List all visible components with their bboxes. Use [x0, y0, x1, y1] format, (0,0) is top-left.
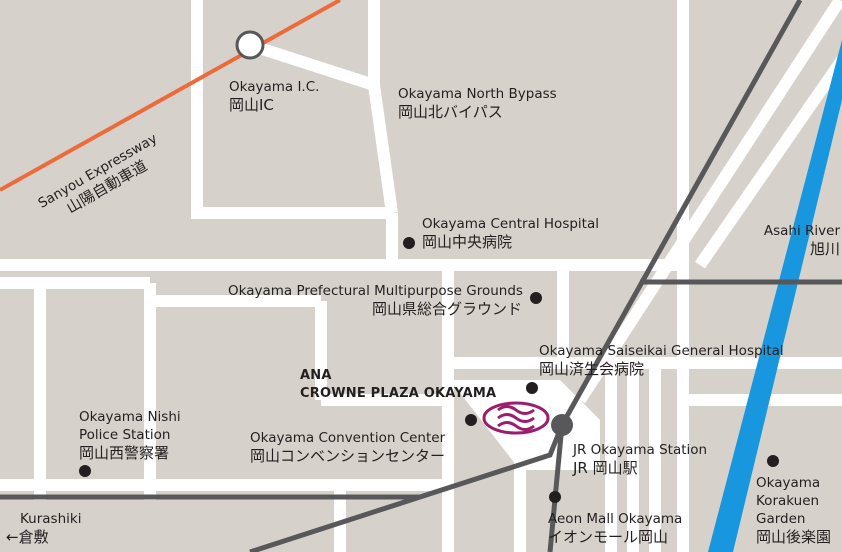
- central-hospital-label-en: Okayama Central Hospital: [422, 216, 599, 232]
- central-hospital-marker[interactable]: [403, 237, 415, 249]
- aeon-label: Aeon Mall Okayama イオンモール岡山: [548, 510, 682, 546]
- bypass-label: Okayama North Bypass 岡山北バイパス: [398, 85, 557, 121]
- road: [248, 39, 376, 91]
- hotel-label-line1: ANA: [300, 368, 332, 383]
- korakuen-label-en3: Garden: [756, 511, 806, 527]
- hotel-label-line2: CROWNE PLAZA OKAYAMA: [300, 386, 497, 401]
- aeon-label-en: Aeon Mall Okayama: [548, 511, 683, 527]
- saiseikai-label-en: Okayama Saiseikai General Hospital: [539, 343, 784, 359]
- station-label-ja: JR 岡山駅: [573, 459, 638, 477]
- bypass-label-en: Okayama North Bypass: [398, 86, 557, 102]
- grounds-label-en: Okayama Prefectural Multipurpose Grounds: [228, 283, 523, 299]
- grounds-label-ja: 岡山県総合グラウンド: [371, 300, 522, 318]
- convention-label: Okayama Convention Center 岡山コンベンションセンター: [250, 429, 445, 465]
- crowne-plaza-logo-icon[interactable]: [482, 401, 550, 435]
- korakuen-label-en1: Okayama: [756, 475, 821, 491]
- central-hospital-label: Okayama Central Hospital 岡山中央病院: [422, 215, 599, 251]
- police-label-en1: Okayama Nishi: [79, 409, 181, 425]
- station-label: JR Okayama Station JR 岡山駅: [573, 441, 707, 477]
- kurashiki-label: Kurashiki ←倉敷: [6, 510, 81, 546]
- korakuen-label-ja: 岡山後楽園: [756, 528, 832, 546]
- korakuen-label: Okayama Korakuen Garden 岡山後楽園: [756, 474, 831, 546]
- station-label-en: JR Okayama Station: [573, 442, 708, 458]
- kurashiki-label-en: Kurashiki: [20, 511, 82, 527]
- police-label: Okayama Nishi Police Station 岡山西警察署: [79, 408, 181, 462]
- police-station-marker[interactable]: [79, 465, 91, 477]
- interchange-label-ja: 岡山IC: [229, 96, 274, 114]
- korakuen-label-en2: Korakuen: [756, 493, 820, 509]
- convention-center-marker[interactable]: [465, 414, 477, 426]
- police-label-ja: 岡山西警察署: [79, 444, 170, 462]
- interchange-label-en: Okayama I.C.: [229, 79, 320, 95]
- rail-line: [249, 424, 565, 552]
- sanyou-expressway-line: [0, 0, 341, 192]
- river-label-en: Asahi River: [763, 223, 840, 239]
- asahi-river: [708, 40, 842, 552]
- rail-line: [559, 0, 803, 427]
- aeon-label-ja: イオンモール岡山: [548, 528, 669, 546]
- interchange-label: Okayama I.C. 岡山IC: [229, 78, 319, 114]
- korakuen-marker[interactable]: [767, 455, 779, 467]
- road: [368, 84, 398, 214]
- aeon-mall-marker[interactable]: [549, 491, 561, 503]
- saiseikai-marker[interactable]: [526, 382, 538, 394]
- hotel-label: ANA CROWNE PLAZA OKAYAMA: [300, 367, 496, 403]
- river-label-ja: 旭川: [809, 240, 840, 258]
- convention-label-ja: 岡山コンベンションセンター: [250, 447, 446, 465]
- convention-label-en: Okayama Convention Center: [250, 430, 446, 446]
- grounds-label: Okayama Prefectural Multipurpose Grounds…: [228, 282, 523, 318]
- road: [695, 56, 842, 269]
- station-marker[interactable]: [551, 414, 573, 436]
- bypass-label-ja: 岡山北バイパス: [398, 103, 503, 121]
- rail-line: [547, 424, 565, 552]
- kurashiki-label-ja: ←倉敷: [6, 528, 49, 546]
- saiseikai-label-ja: 岡山済生会病院: [539, 360, 645, 378]
- police-label-en2: Police Station: [79, 427, 171, 443]
- river-label: Asahi River 旭川: [760, 222, 840, 258]
- interchange-marker[interactable]: [235, 30, 265, 60]
- grounds-marker[interactable]: [530, 292, 542, 304]
- central-hospital-label-ja: 岡山中央病院: [422, 233, 513, 251]
- road: [574, 0, 842, 404]
- saiseikai-label: Okayama Saiseikai General Hospital 岡山済生会…: [539, 342, 784, 378]
